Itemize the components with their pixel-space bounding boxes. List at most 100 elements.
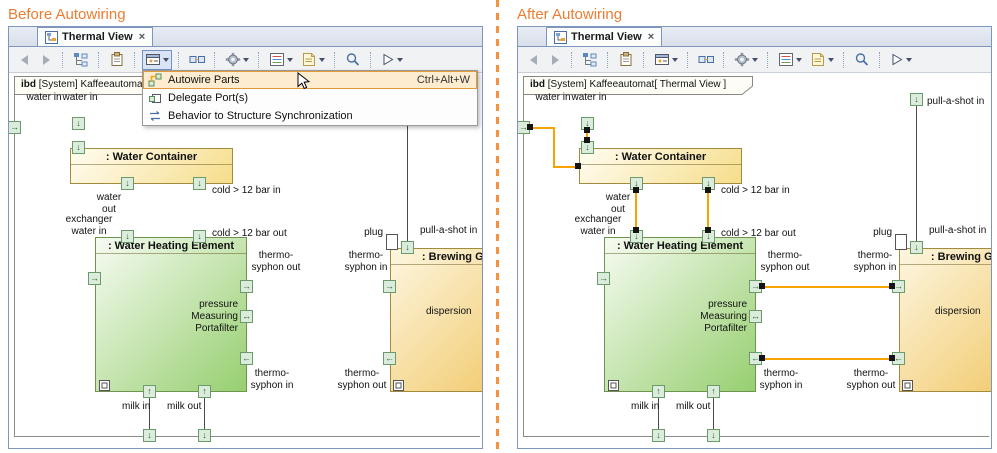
label-cold-bar-in: cold > 12 bar in [212,185,281,196]
connector-pull-a-shot[interactable] [407,106,408,241]
frame-port-milk-in[interactable]: ↓ [652,429,665,442]
port-pull-a-shot-in[interactable]: ↓ [910,241,923,254]
autowire-connector-water-in-1[interactable] [553,127,555,168]
related-elements-icon [698,52,714,67]
connector-endpoint [759,283,765,289]
containment-tree-button[interactable] [70,50,92,70]
autowire-connector-water-in-1[interactable] [530,127,554,129]
back-icon [20,54,28,65]
block-water-heating-element[interactable]: : Water Heating Element [604,237,756,392]
port-pull-a-shot-in[interactable]: ↓ [401,241,414,254]
back-button[interactable] [14,50,34,70]
dropdown-arrow-icon [906,57,912,62]
paste-button[interactable] [106,50,128,70]
port-water-out[interactable]: ↓ [121,177,134,190]
autowire-connector-cold-bar[interactable] [707,190,709,230]
forward-button[interactable] [36,50,56,70]
frame-port-milk-out[interactable]: ↓ [198,429,211,442]
port-cold-bar-out-wc[interactable]: ↓ [702,177,715,190]
frame-port-water-in-2[interactable]: ↓ [72,117,85,130]
block-water-container[interactable]: : Water Container [579,148,742,184]
port-exchanger-water-in[interactable]: → [597,272,610,285]
port-cold-bar-out-wc[interactable]: ↓ [193,177,206,190]
connector-milk-in[interactable] [149,398,150,429]
block-water-container[interactable]: : Water Container [70,148,233,184]
search-button[interactable] [342,50,364,70]
port-milk-out[interactable]: ↑ [198,385,211,398]
port-thermo-syphon-in-brew[interactable]: → [383,280,396,293]
label-pressure-measuring: pressure Measuring Portafilter [700,299,747,334]
connector-endpoint [633,187,639,193]
tab-close-icon[interactable]: × [138,31,146,43]
related-elements-button[interactable] [695,50,717,70]
legend-button[interactable] [775,50,805,70]
tab-thermal-view[interactable]: Thermal View × [37,27,154,46]
paste-button[interactable] [615,50,637,70]
toolbar-separator [370,51,372,68]
frame-port-milk-out[interactable]: ↓ [707,429,720,442]
search-button[interactable] [851,50,873,70]
frame-port-pull-a-shot[interactable]: ↓ [910,93,923,106]
block-brewing-group[interactable]: : Brewing Group [899,248,991,392]
back-button[interactable] [523,50,543,70]
related-elements-button[interactable] [186,50,208,70]
legend-button[interactable] [266,50,296,70]
connector-milk-out[interactable] [204,398,205,429]
connector-pull-a-shot[interactable] [916,106,917,241]
port-exchanger-water-in[interactable]: → [88,272,101,285]
autowire-connector-water-in-1[interactable] [553,166,581,168]
frame-port-milk-in[interactable]: ↓ [143,429,156,442]
frame-left-edge [523,95,524,436]
block-water-heating-element[interactable]: : Water Heating Element [95,237,247,392]
autowire-connector-water-out[interactable] [635,190,637,230]
connector-milk-in[interactable] [658,398,659,429]
port-pressure-measuring[interactable]: ↔ [240,310,253,323]
connector-endpoint [527,124,533,130]
port-thermo-syphon-out-brew[interactable]: ← [892,352,905,365]
port-thermo-syphon-out-brew[interactable]: ← [383,352,396,365]
autowire-parts-icon [148,73,162,87]
run-button[interactable] [378,50,406,70]
diagram-window: Thermal View × [517,26,992,449]
port-milk-in[interactable]: ↑ [652,385,665,398]
port-water-in-whe[interactable]: ↓ [121,230,134,243]
toolbar-separator [134,51,136,68]
play-icon [381,52,395,67]
menu-item-delegate-ports[interactable]: Delegate Port(s) [143,89,477,107]
settings-button[interactable] [731,50,761,70]
display-menu-button[interactable] [142,49,172,70]
settings-button[interactable] [222,50,252,70]
port-thermo-syphon-out-whe[interactable]: → [240,280,253,293]
tab-thermal-view[interactable]: Thermal View × [546,27,663,46]
port-cold-bar-in-whe[interactable]: ↓ [193,230,206,243]
plug-part[interactable] [386,234,398,250]
tab-bar: Thermal View × [9,27,482,47]
block-brewing-group[interactable]: : Brewing Group [390,248,482,392]
menu-item-label: Delegate Port(s) [168,92,249,104]
autowire-connector-water-in-2[interactable] [586,130,588,141]
note-button[interactable] [298,50,328,70]
label-pull-a-shot-frame: pull-a-shot in [927,96,985,107]
port-water-container-in[interactable]: ↓ [72,141,85,154]
menu-item-behavior-sync[interactable]: Behavior to Structure Synchronization [143,107,477,125]
after-panel: After Autowiring Thermal View × [517,6,995,451]
frame-port-water-in-1[interactable]: → [9,121,21,134]
menu-item-autowire-parts[interactable]: Autowire Parts Ctrl+Alt+W [143,71,477,89]
connector-endpoint [584,137,590,143]
autowire-connector-thermo-syphon-out[interactable] [762,286,892,288]
port-pressure-measuring[interactable]: ↔ [749,310,762,323]
plug-part[interactable] [895,234,907,250]
note-button[interactable] [807,50,837,70]
label-cold-bar-in: cold > 12 bar in [721,185,790,196]
connector-milk-out[interactable] [713,398,714,429]
autowire-connector-thermo-syphon-return[interactable] [762,358,892,360]
forward-button[interactable] [545,50,565,70]
containment-tree-button[interactable] [579,50,601,70]
port-milk-out[interactable]: ↑ [707,385,720,398]
port-thermo-syphon-in-whe[interactable]: ← [240,352,253,365]
run-button[interactable] [887,50,915,70]
tab-close-icon[interactable]: × [647,31,655,43]
port-milk-in[interactable]: ↑ [143,385,156,398]
diagram-tab-icon [45,30,58,44]
display-menu-button[interactable] [651,50,681,70]
